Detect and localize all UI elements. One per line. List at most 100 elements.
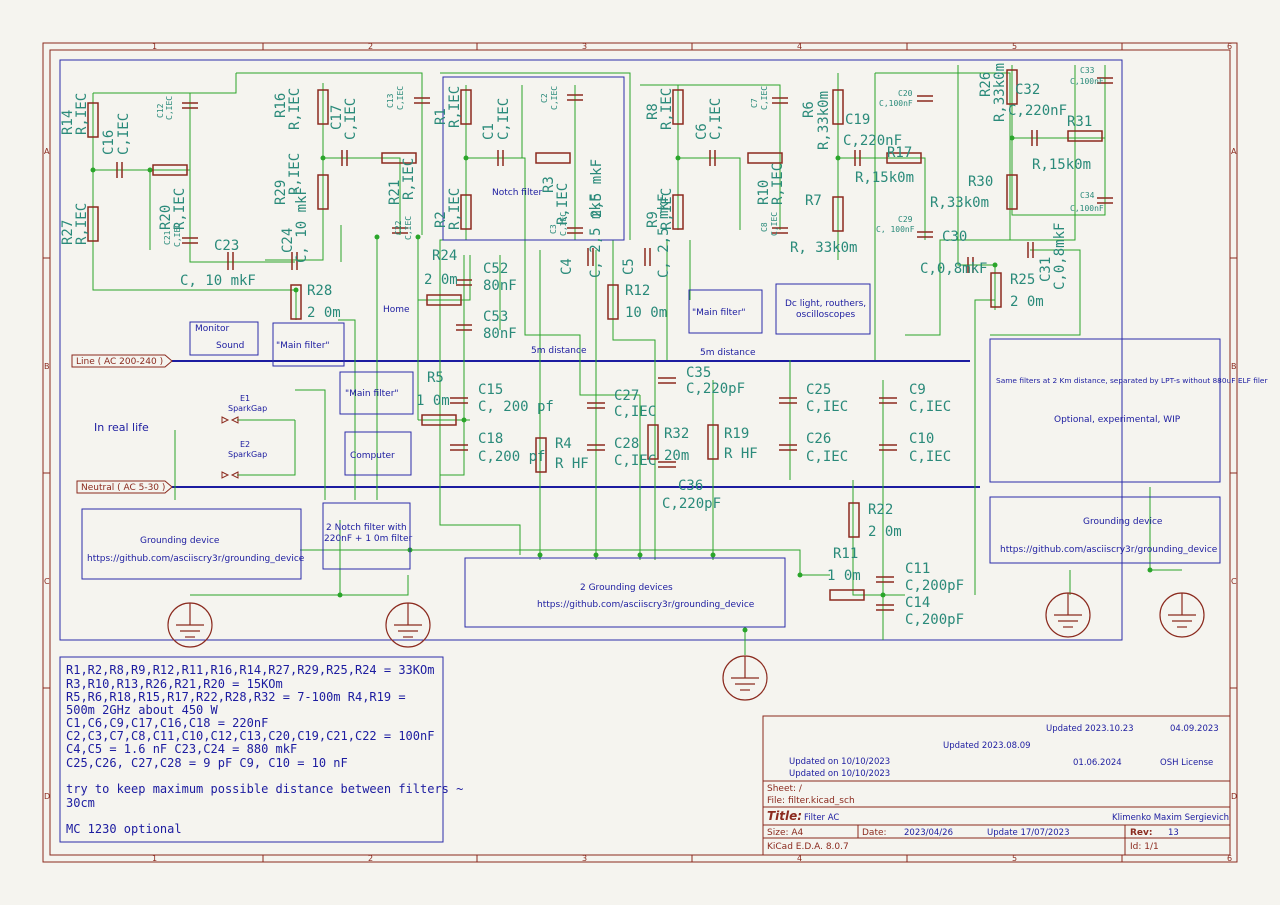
c5-val: C, 2,5 mkF — [656, 194, 672, 278]
ground-symbols — [167, 592, 1205, 701]
note-line-8: C25,C26, C27,C28 = 9 pF C9, C10 = 10 nF — [66, 756, 348, 770]
c24-ref: C24 — [280, 228, 296, 253]
c26-val: C,IEC — [806, 449, 848, 465]
c14-ref: C14 — [905, 595, 930, 611]
c35-ref: C35 — [686, 365, 711, 381]
c11-val: C,200pF — [905, 578, 964, 594]
r16-val: R,IEC — [287, 88, 303, 130]
tb-author: Klimenko Maxim Sergievich — [1112, 813, 1229, 823]
c33-val: C,100nF — [1070, 77, 1104, 86]
c31-ref: C31 — [1038, 257, 1054, 282]
main-filter-box-3 — [688, 289, 763, 334]
r12-val: 10 0m — [625, 305, 667, 321]
r10-ref: R10 — [756, 180, 772, 205]
c5-ref: C5 — [621, 258, 637, 275]
r8-ref: R8 — [645, 103, 661, 120]
grounding-url-3: https://github.com/asciiscry3r/grounding… — [1000, 545, 1218, 555]
notch-filter-box — [442, 76, 625, 241]
c32-ref: C32 — [1015, 82, 1040, 98]
c1-val: C,IEC — [496, 98, 512, 140]
sound-text: Sound — [216, 341, 244, 351]
home-text: Home — [383, 305, 410, 315]
r4-val: R HF — [555, 456, 589, 472]
c29-val: C, 100nF — [876, 225, 915, 234]
tb-file: File: filter.kicad_sch — [767, 796, 855, 806]
r20-ref: R20 — [158, 205, 174, 230]
note-line-1: R1,R2,R8,R9,R12,R11,R16,R14,R27,R29,R25,… — [66, 663, 434, 677]
r31-ref: R31 — [1067, 114, 1092, 130]
grounding-devices-text: 2 Grounding devices — [580, 583, 673, 593]
r4-ref: R4 — [555, 436, 572, 452]
row-c: C — [44, 577, 50, 586]
c52-ref: C52 — [483, 261, 508, 277]
same-filters-box — [989, 338, 1221, 483]
tb-rev: 13 — [1168, 828, 1179, 838]
r31-val: R,15k0m — [1032, 157, 1091, 173]
dc-light-text-2: oscilloscopes — [796, 310, 856, 320]
same-filters-text: Same filters at 2 Km distance, separated… — [996, 376, 1268, 385]
c21-ref: C21 — [163, 230, 172, 245]
notch-filter-text: Notch filter — [492, 188, 543, 198]
r26-ref: R26 — [978, 72, 994, 97]
c10-ref: C10 — [909, 431, 934, 447]
col-5-bottom: 5 — [1012, 854, 1017, 863]
main-filter-text-3: "Main filter" — [692, 308, 746, 318]
col-5: 5 — [1012, 42, 1017, 51]
title-block: Updated 2023.10.23 04.09.2023 Updated 20… — [762, 715, 1231, 856]
r7-val: R, 33k0m — [790, 240, 857, 256]
c2-ref: C2 — [540, 93, 549, 103]
note-line-11: 30cm — [66, 796, 95, 810]
c4-val: C, 2,5 mkF — [588, 194, 604, 278]
c12-val: C,IEC — [165, 96, 174, 120]
r11-val: 1 0m — [827, 568, 861, 584]
filter-boundary — [59, 59, 1123, 641]
tb-date-label: Date: — [862, 828, 887, 838]
tb-date-2: 01.06.2024 — [1073, 758, 1122, 768]
dc-light-box — [775, 283, 871, 335]
optional-text: Optional, experimental, WIP — [1054, 415, 1181, 425]
capacitors — [116, 77, 1113, 611]
distance-text-1: 5m distance — [531, 346, 587, 356]
component-labels: R14 R,IEC C16 C,IEC C12 C,IEC R20 R,IEC … — [60, 63, 1104, 628]
e1-value: SparkGap — [228, 404, 267, 413]
r9-val: R,IEC — [659, 188, 675, 230]
tb-updated-4: Updated on 10/10/2023 — [789, 769, 890, 779]
neutral-label: Neutral ( AC 5-30 ) — [81, 483, 165, 493]
c18-val: C,200 pf — [478, 449, 545, 465]
r9-ref: R9 — [645, 211, 661, 228]
note-line-4: 500m 2GHz about 450 W — [66, 703, 218, 717]
c20-ref: C20 — [898, 89, 913, 98]
r1-ref: R1 — [433, 108, 449, 125]
r7-ref: R7 — [805, 193, 822, 209]
c28-val: C,IEC — [614, 453, 656, 469]
c21-val: C,IEC — [173, 223, 182, 247]
c3-value-b: 2,5 mkF — [589, 159, 605, 218]
grounding-devices-box — [464, 557, 786, 628]
r32-ref: R32 — [664, 426, 689, 442]
col-3: 3 — [582, 42, 587, 51]
c23-val: C, 10 mkF — [180, 273, 256, 289]
c53-val: 80nF — [483, 326, 517, 342]
resistors — [87, 69, 1103, 601]
c3-ref: C3 — [549, 224, 558, 234]
c22-ref: C22 — [394, 220, 403, 235]
ground-2 — [385, 602, 431, 648]
r26-val: R,33k0m — [992, 63, 1008, 122]
tb-title-label: Title: — [767, 809, 802, 823]
c14-val: C,200pF — [905, 612, 964, 628]
c28-ref: C28 — [614, 436, 639, 452]
c17-ref: C17 — [329, 105, 345, 130]
r2-ref: R2 — [433, 211, 449, 228]
r22-ref: R22 — [868, 502, 893, 518]
r30-val: R,33k0m — [930, 195, 989, 211]
tb-updated-1: Updated 2023.10.23 — [1046, 724, 1134, 734]
r28-val: 2 0m — [307, 305, 341, 321]
col-6-bottom: 6 — [1227, 854, 1232, 863]
note-line-13: MC 1230 optional — [66, 822, 182, 836]
col-4: 4 — [797, 42, 802, 51]
c13-val: C,IEC — [396, 86, 405, 110]
c27-val: C,IEC — [614, 404, 656, 420]
c25-val: C,IEC — [806, 399, 848, 415]
r27-ref: R27 — [60, 220, 76, 245]
c3-val: C,IEC — [559, 212, 568, 236]
